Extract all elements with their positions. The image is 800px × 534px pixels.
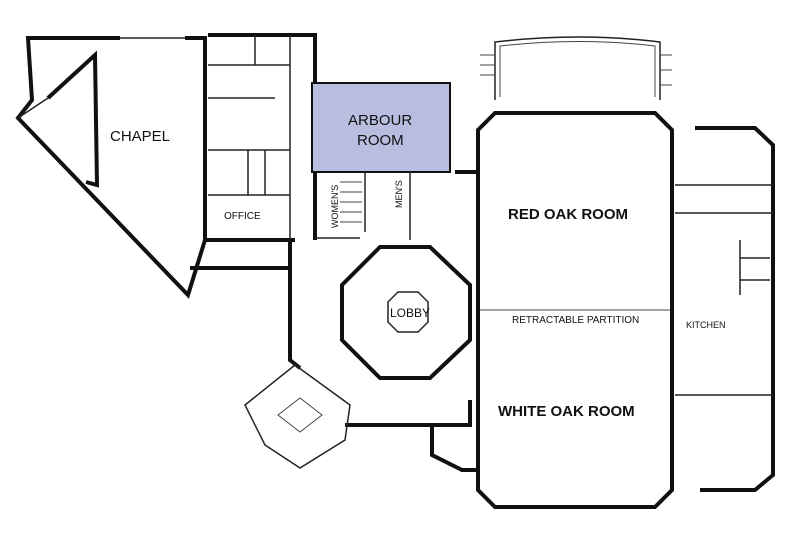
mens-label: MEN'S — [394, 180, 404, 208]
chapel-label: CHAPEL — [110, 128, 170, 145]
office-label: OFFICE — [224, 211, 261, 222]
office-block[interactable] — [203, 33, 317, 242]
womens-label: WOMEN'S — [330, 185, 340, 228]
kitchen-wing[interactable] — [675, 126, 775, 492]
chapel-area[interactable] — [15, 36, 207, 299]
main-hall[interactable] — [476, 111, 674, 509]
partition-label: RETRACTABLE PARTITION — [512, 315, 639, 326]
kitchen-label: KITCHEN — [686, 320, 726, 330]
lobby-label: LOBBY — [390, 306, 430, 320]
white-oak-room-label: WHITE OAK ROOM — [498, 403, 635, 420]
arbour-room-label-1: ARBOUR — [348, 112, 412, 129]
arbour-room-label-2: ROOM — [357, 132, 404, 149]
upper-terrace — [480, 36, 672, 100]
pavilion[interactable] — [244, 364, 351, 469]
arbour-room[interactable] — [311, 82, 451, 173]
red-oak-room-label: RED OAK ROOM — [508, 206, 628, 223]
lobby[interactable] — [340, 245, 472, 380]
restrooms[interactable] — [313, 172, 411, 240]
